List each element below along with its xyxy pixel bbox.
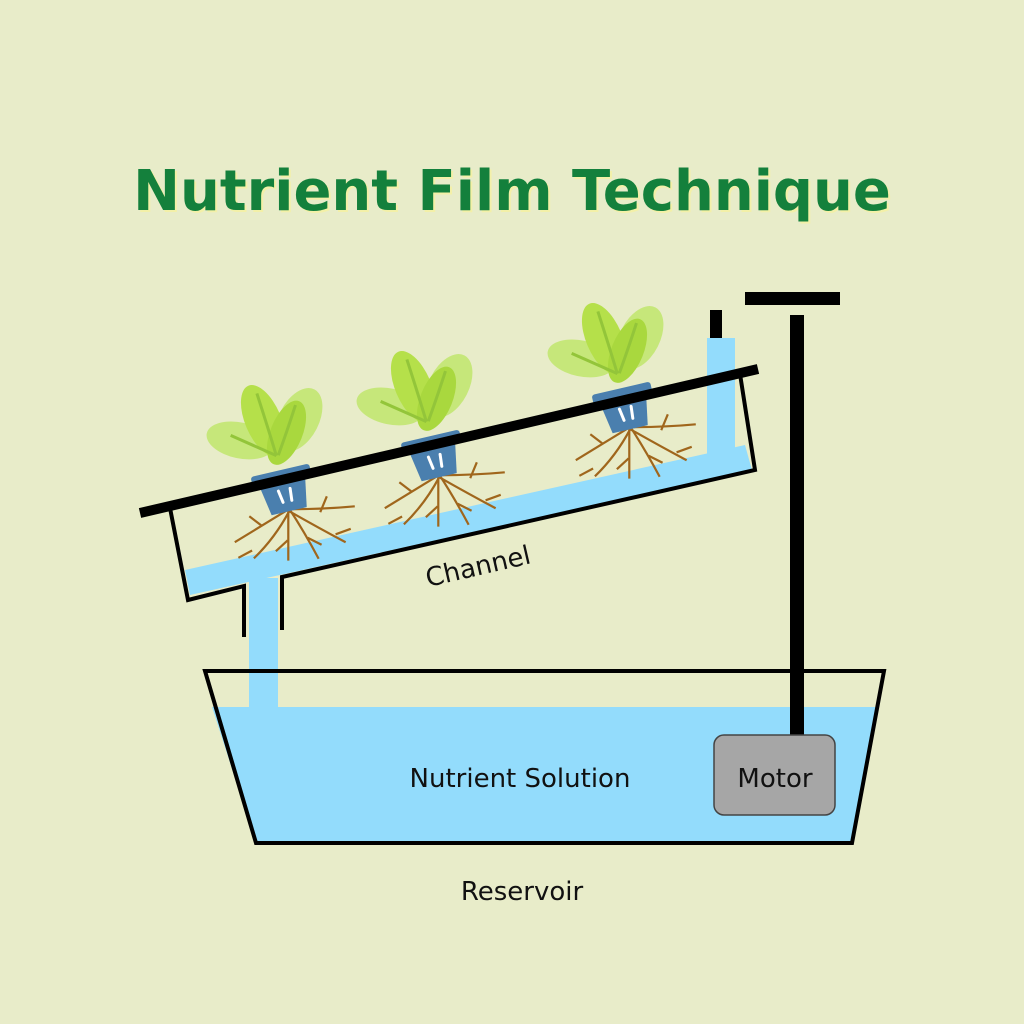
channel-outline — [138, 310, 760, 637]
supply-pipe — [707, 338, 735, 458]
channel-label: Channel — [423, 541, 534, 594]
channel-water — [185, 445, 752, 595]
pump-pipe — [790, 315, 804, 737]
motor-label: Motor — [737, 764, 812, 794]
nutrient-solution-label: Nutrient Solution — [410, 764, 631, 794]
reservoir-outline — [202, 669, 887, 845]
reservoir-label: Reservoir — [461, 877, 584, 907]
outlet-pipe — [745, 292, 840, 305]
return-pipe — [249, 578, 278, 708]
nutrient-solution-water — [212, 707, 877, 843]
motor — [713, 734, 836, 816]
diagram-title: Nutrient Film Technique — [133, 159, 891, 224]
